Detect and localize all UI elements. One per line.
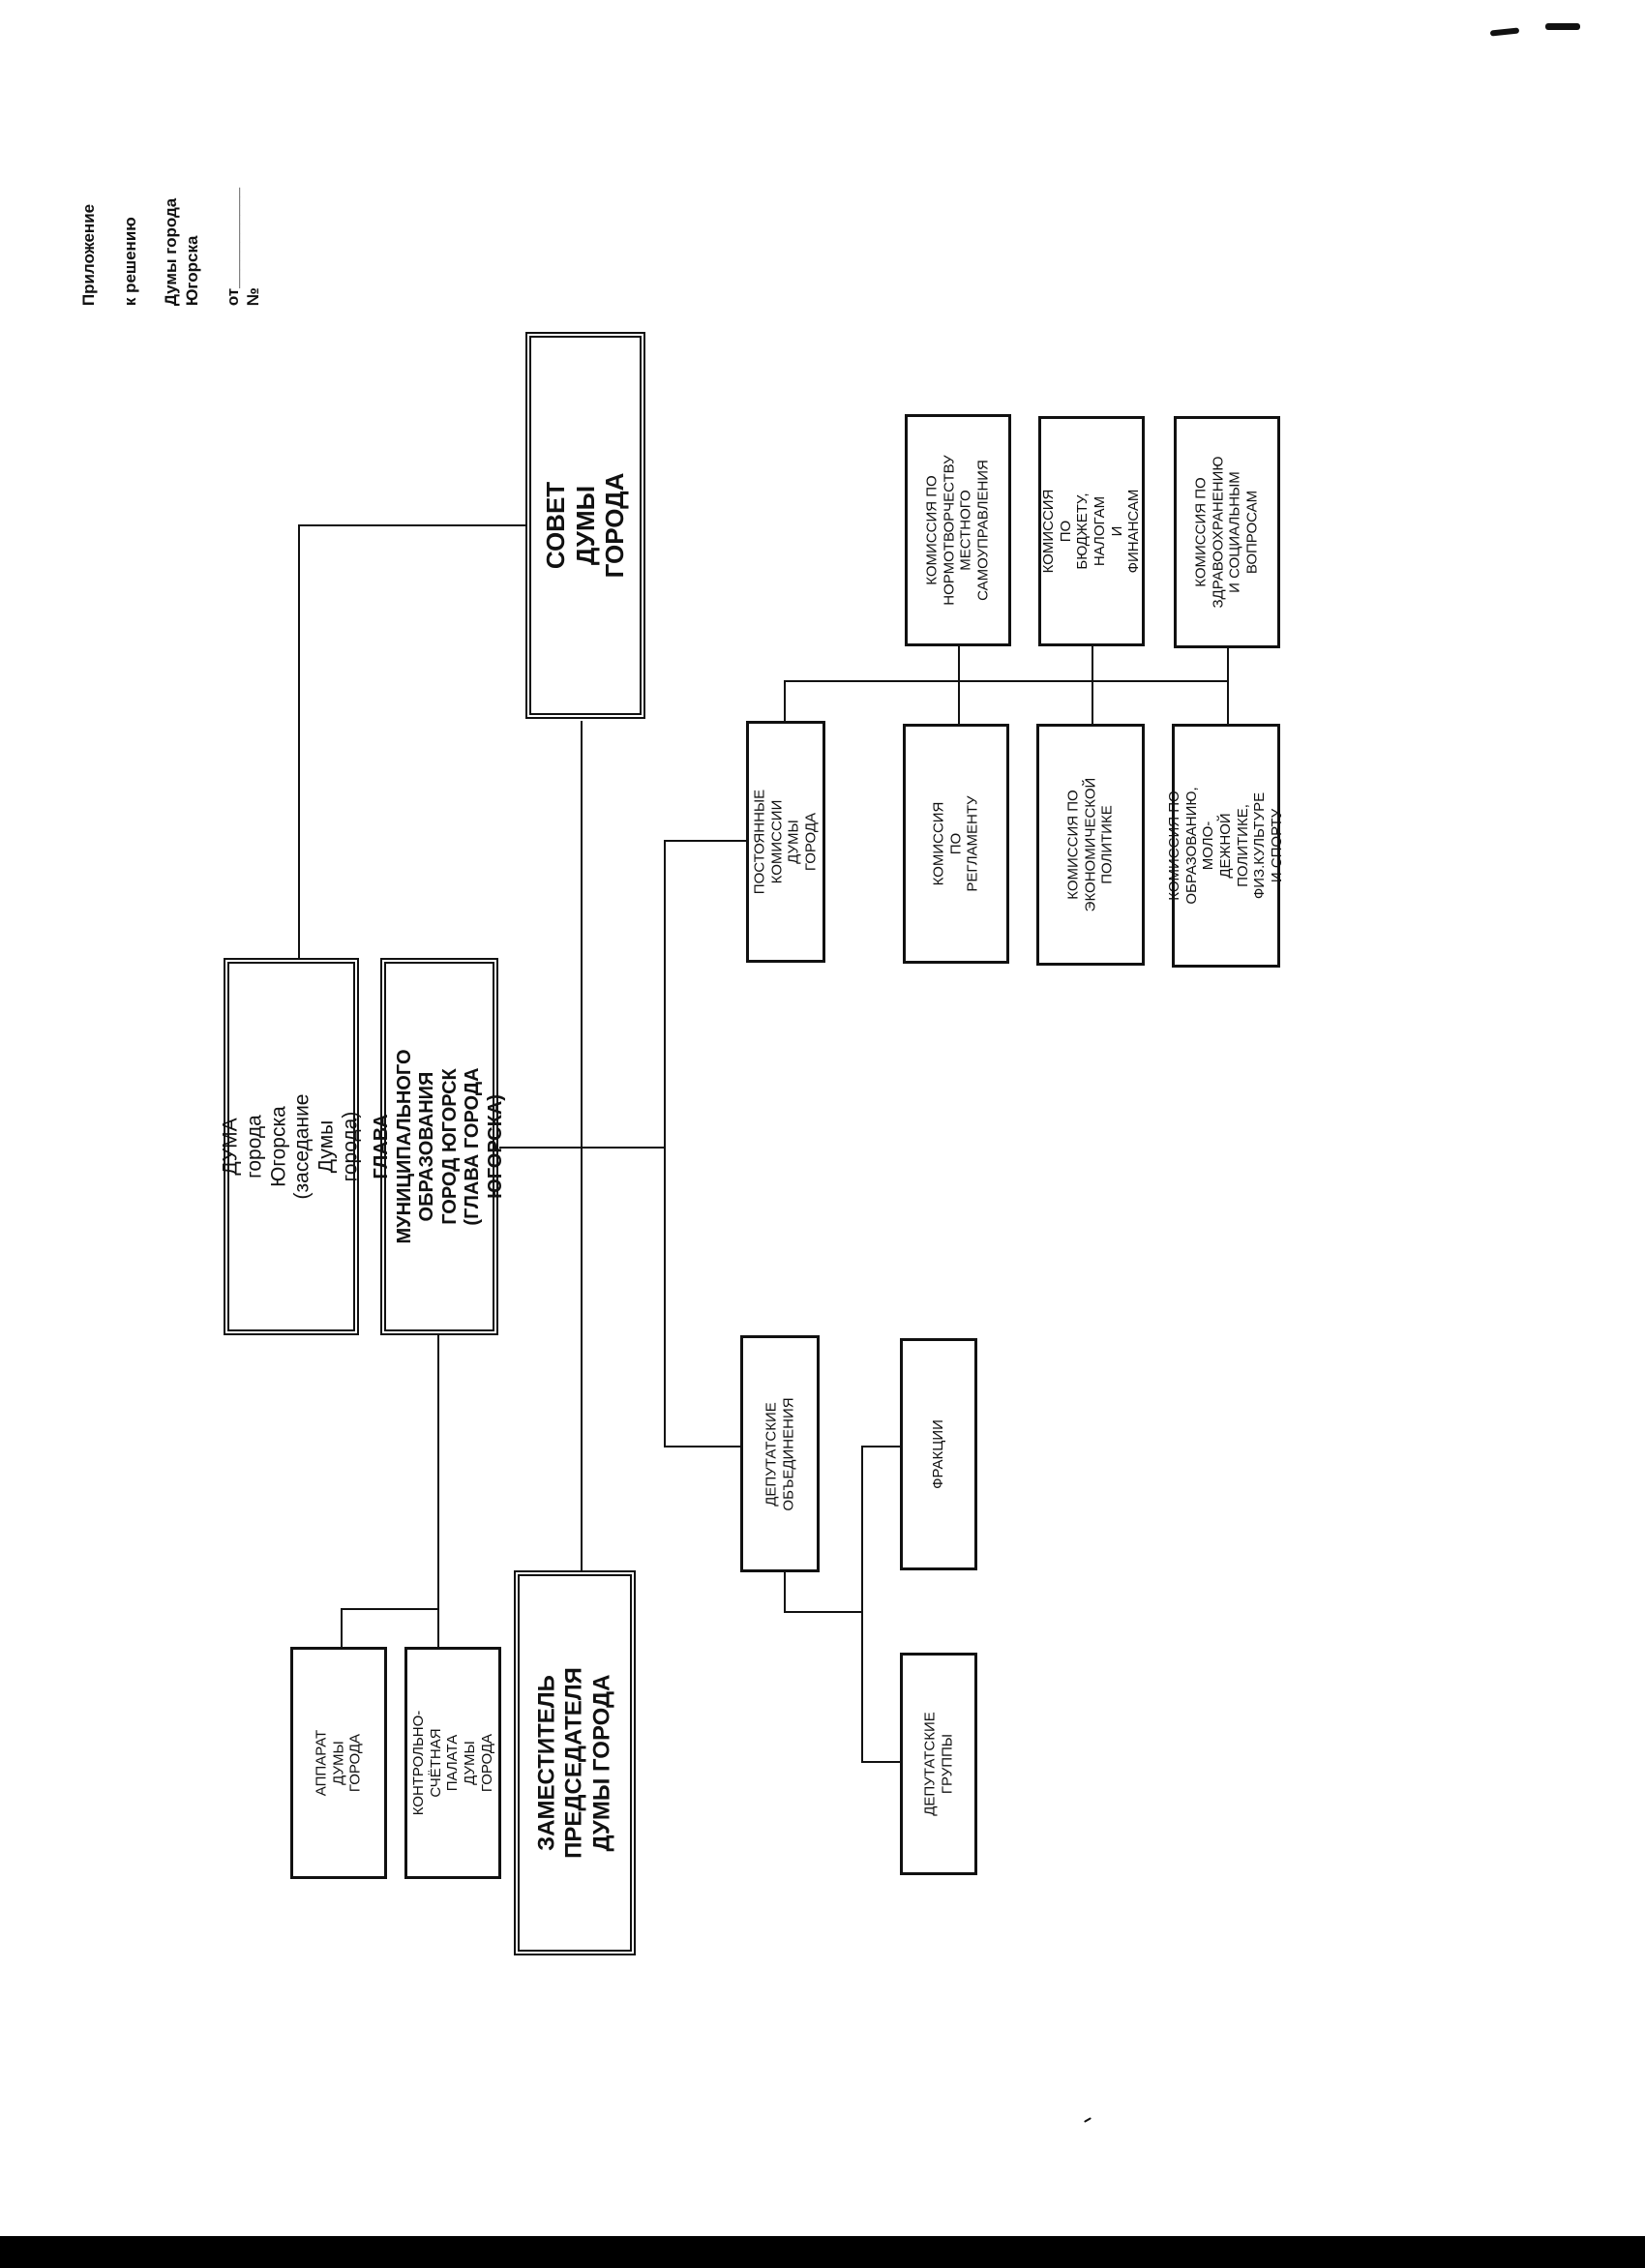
connector [437,1608,439,1647]
glava-box: ГЛАВА МУНИЦИПАЛЬНОГО ОБРАЗОВАНИЯ ГОРОД Ю… [371,958,506,1335]
connector [664,840,666,1446]
komissiya-normotvorchestvo-box: КОМИССИЯ ПО НОРМОТВОРЧЕСТВУ МЕСТНОГО САМ… [905,414,1011,646]
scan-bottom-edge [0,2236,1645,2268]
connector [341,1608,439,1610]
zam-predsedatelya-label: ЗАМЕСТИТЕЛЬ ПРЕДСЕДАТЕЛЯ ДУМЫ ГОРОДА [533,1667,615,1859]
connector [1092,646,1093,724]
connector [664,1446,746,1447]
deputatskie-obyedineniya-label: ДЕПУТАТСКИЕ ОБЪЕДИНЕНИЯ [763,1396,796,1511]
sovet-dumy-box: СОВЕТ ДУМЫ ГОРОДА [525,332,645,719]
connector [861,1761,900,1763]
komissiya-budget-label: КОМИССИЯ ПО БЮДЖЕТУ, НАЛОГАМ И ФИНАНСАМ [1039,489,1143,574]
connector [784,680,1229,682]
glava-label: ГЛАВА МУНИЦИПАЛЬНОГО ОБРАЗОВАНИЯ ГОРОД Ю… [371,1049,507,1244]
duma-label: ДУМА города Югорска (заседание Думы горо… [219,1093,362,1200]
connector [664,840,746,842]
ksp-label: КОНТРОЛЬНО- СЧЁТНАЯ ПАЛАТА ДУМЫ ГОРОДА [409,1710,495,1816]
connector [341,1608,343,1647]
scan-mark [1545,23,1580,30]
komissiya-econ-box: КОМИССИЯ ПО ЭКОНОМИЧЕСКОЙ ПОЛИТИКЕ [1036,724,1145,966]
sovet-dumy-label: СОВЕТ ДУМЫ ГОРОДА [540,472,630,579]
header-line-3: Думы города Югорска [162,197,201,307]
connector [958,646,960,724]
fraktsii-box: ФРАКЦИИ [900,1338,977,1570]
connector [581,721,583,1570]
appendix-header: Приложение к решению Думы города Югорска… [79,126,262,368]
zam-predsedatelya-box: ЗАМЕСТИТЕЛЬ ПРЕДСЕДАТЕЛЯ ДУМЫ ГОРОДА [514,1570,636,1955]
komissiya-budget-box: КОМИССИЯ ПО БЮДЖЕТУ, НАЛОГАМ И ФИНАНСАМ [1038,416,1145,646]
postoyannye-komissii-label: ПОСТОЯННЫЕ КОМИССИИ ДУМЫ ГОРОДА [751,789,820,895]
komissiya-obrazovanie-label: КОМИССИЯ ПО ОБРАЗОВАНИЮ, МОЛО- ДЕЖНОЙ ПО… [1166,787,1286,905]
deputatskie-gruppy-box: ДЕПУТАТСКИЕ ГРУППЫ [900,1653,977,1875]
connector [298,524,300,958]
apparat-box: АППАРАТ ДУМЫ ГОРОДА [290,1647,387,1879]
connector [861,1446,900,1447]
scan-mark [1489,27,1520,37]
duma-box: ДУМА города Югорска (заседание Думы горо… [220,958,362,1335]
komissiya-econ-label: КОМИССИЯ ПО ЭКОНОМИЧЕСКОЙ ПОЛИТИКЕ [1064,777,1116,912]
apparat-label: АППАРАТ ДУМЫ ГОРОДА [313,1729,364,1797]
scan-speck [1084,2117,1092,2123]
komissiya-normotvorchestvo-label: КОМИССИЯ ПО НОРМОТВОРЧЕСТВУ МЕСТНОГО САМ… [923,455,992,606]
connector [499,1147,664,1149]
connector [784,1572,786,1611]
komissiya-reglament-box: КОМИССИЯ ПО РЕГЛАМЕНТУ [903,724,1009,964]
header-line-2: к решению [120,217,139,307]
connector [1227,646,1229,724]
postoyannye-komissii-box: ПОСТОЯННЫЕ КОМИССИИ ДУМЫ ГОРОДА [746,721,825,963]
ksp-box: КОНТРОЛЬНО- СЧЁТНАЯ ПАЛАТА ДУМЫ ГОРОДА [404,1647,501,1879]
connector [437,1333,439,1608]
connector [298,524,525,526]
fraktsii-label: ФРАКЦИИ [930,1419,947,1489]
komissiya-reglament-label: КОМИССИЯ ПО РЕГЛАМЕНТУ [930,795,981,892]
komissiya-zdravoohranenie-label: КОМИССИЯ ПО ЗДРАВООХРАНЕНИЮ И СОЦИАЛЬНЫМ… [1192,456,1261,609]
deputatskie-obyedineniya-box: ДЕПУТАТСКИЕ ОБЪЕДИНЕНИЯ [740,1335,820,1572]
connector [784,680,786,721]
connector [861,1446,863,1761]
connector [784,1611,861,1613]
deputatskie-gruppy-label: ДЕПУТАТСКИЕ ГРУППЫ [921,1712,955,1816]
appendix-header-text: Приложение к решению Думы города Югорска… [58,188,264,306]
header-line-1: Приложение [79,203,98,307]
komissiya-obrazovanie-box: КОМИССИЯ ПО ОБРАЗОВАНИЮ, МОЛО- ДЕЖНОЙ ПО… [1166,724,1285,968]
komissiya-zdravoohranenie-box: КОМИССИЯ ПО ЗДРАВООХРАНЕНИЮ И СОЦИАЛЬНЫМ… [1174,416,1280,648]
header-line-4: от___________ № [223,187,262,307]
